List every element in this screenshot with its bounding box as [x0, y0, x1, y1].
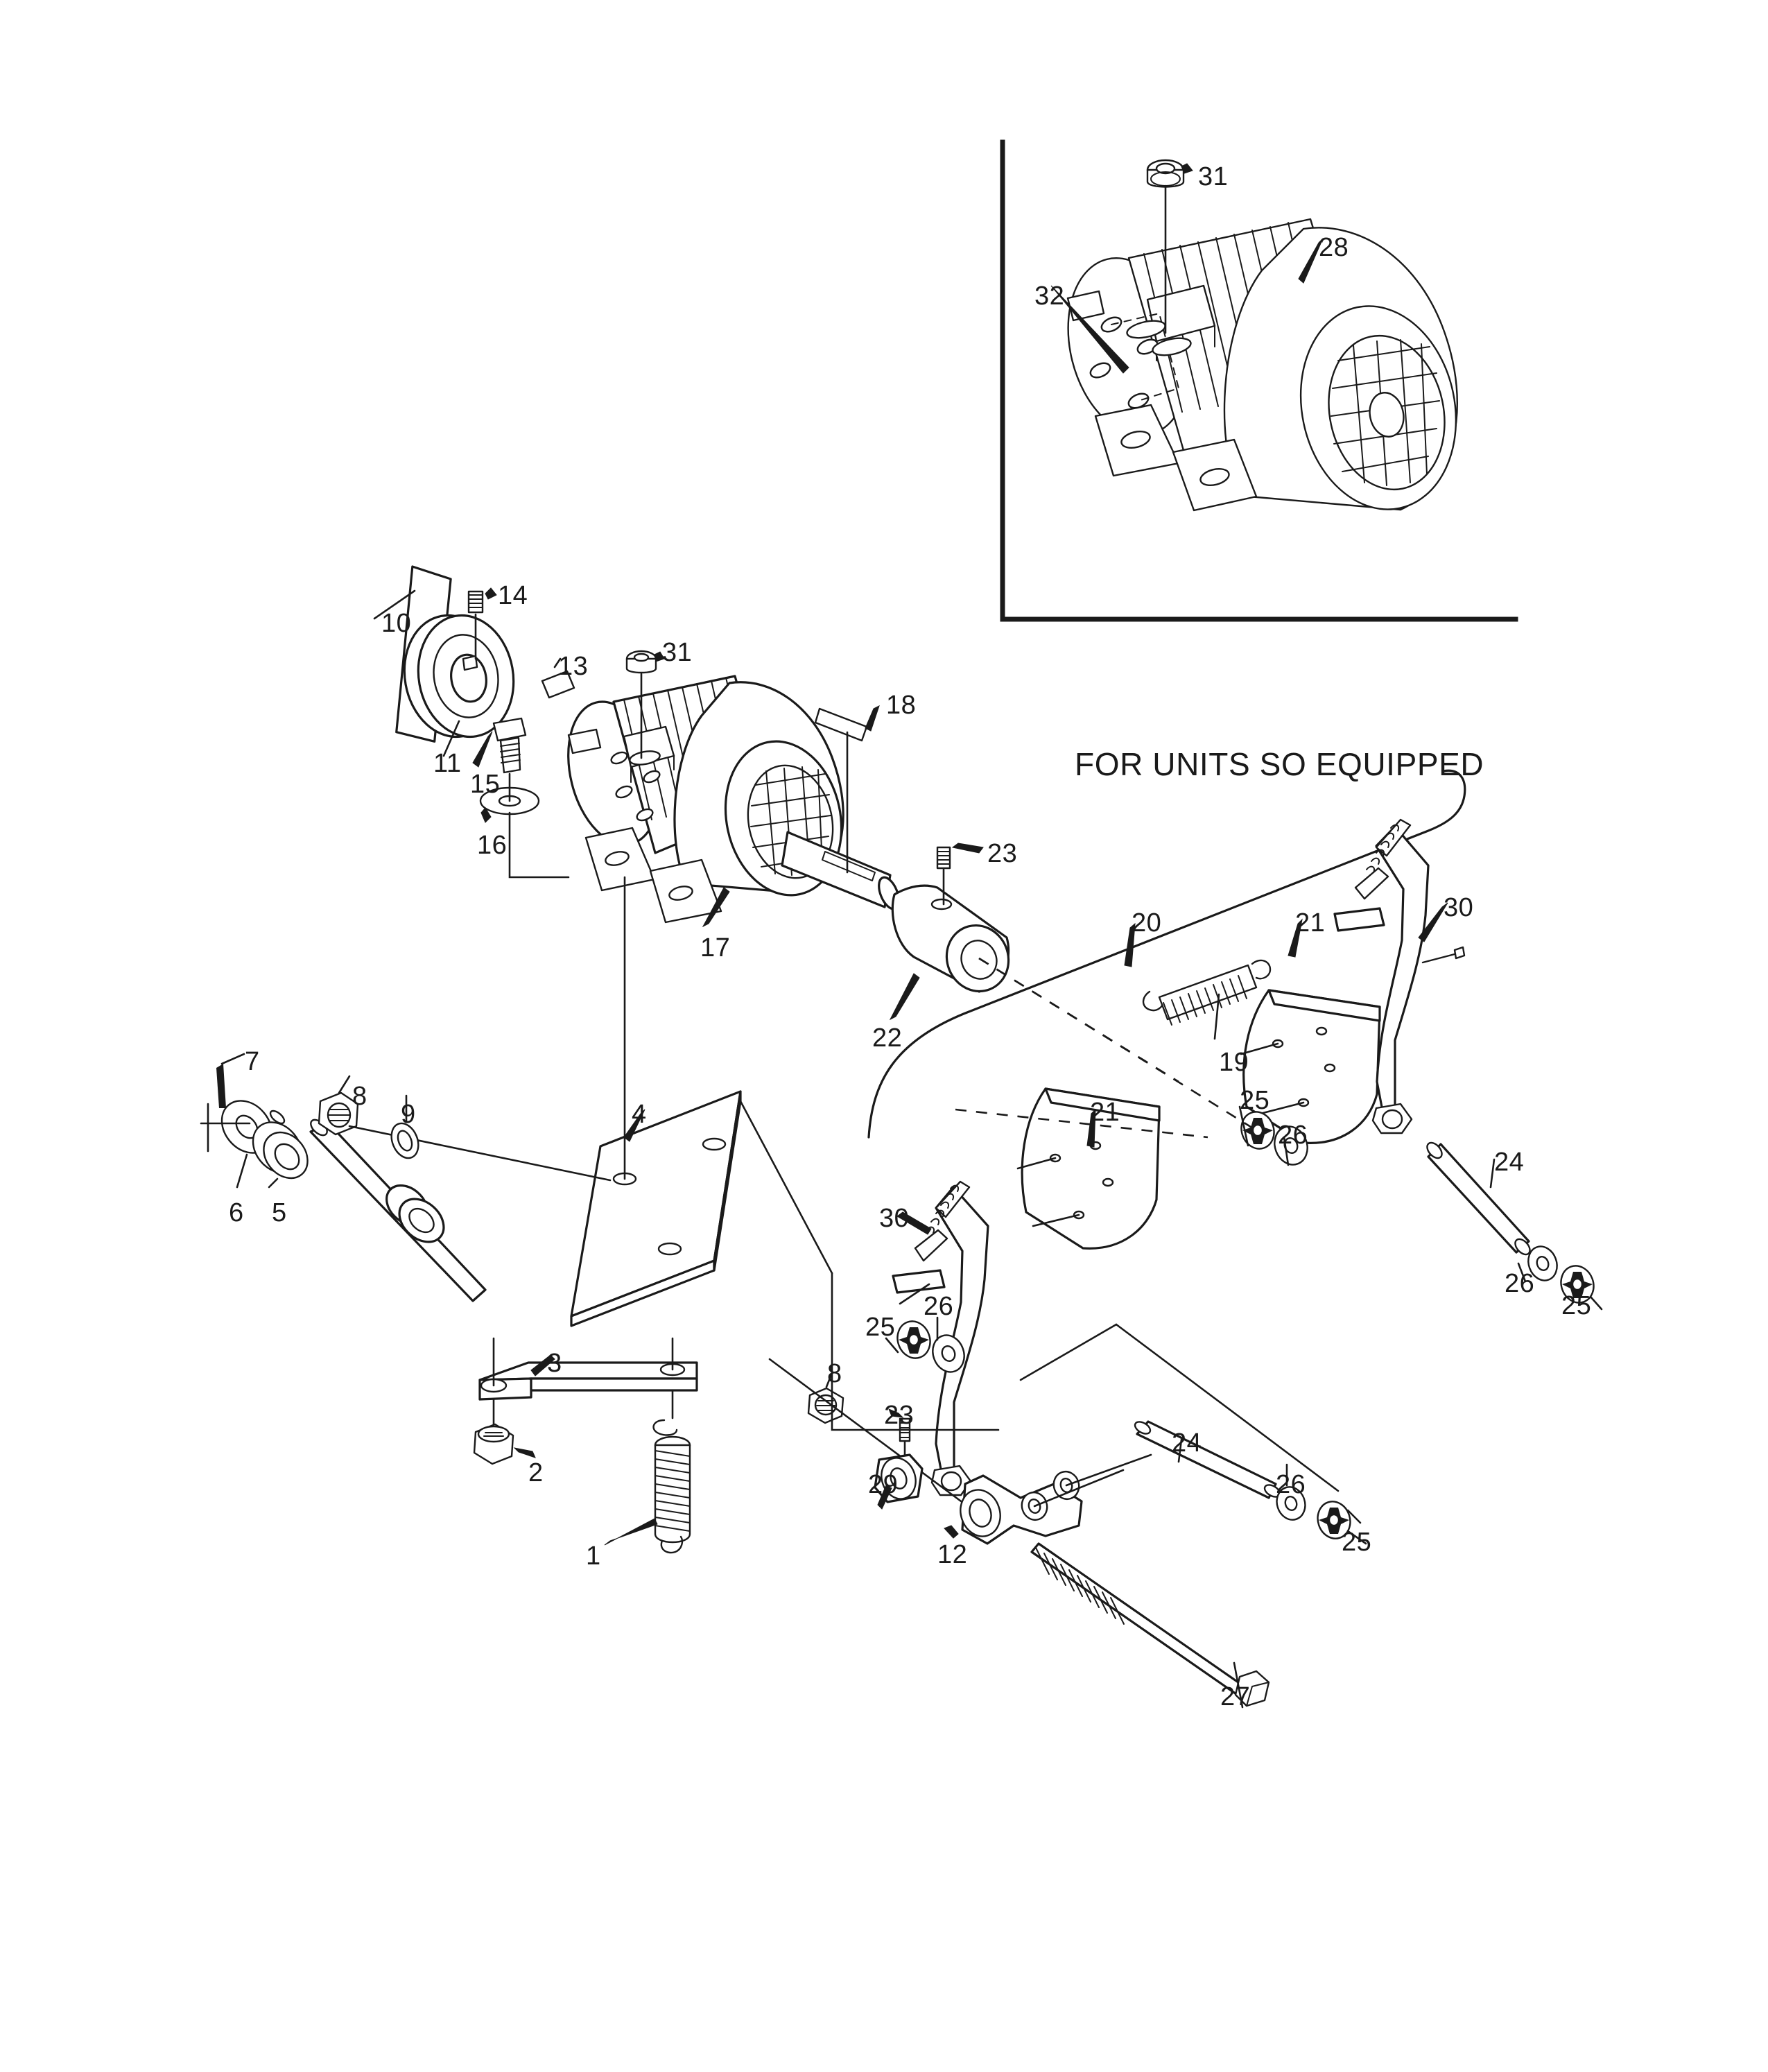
callout-7: 7 [245, 1047, 260, 1076]
flat-washer-26-bottom [1276, 1486, 1306, 1521]
callout-25-lower: 25 [865, 1313, 896, 1342]
motor-mount-plate-4 [570, 1090, 742, 1327]
callout-8: 8 [352, 1082, 367, 1111]
callout-26-upper: 26 [1278, 1121, 1308, 1150]
callout-12: 12 [937, 1540, 968, 1569]
mounting-strap-bracket-3 [478, 1361, 698, 1401]
callout-15: 15 [470, 770, 501, 799]
lock-nut-2 [473, 1423, 514, 1465]
control-cable-20 [867, 769, 1466, 1139]
push-on-retainer-25-bottom [1317, 1501, 1351, 1539]
hex-lock-nut-8-lower [807, 1387, 844, 1424]
pivot-rod-24-lower [1134, 1420, 1281, 1499]
callout-20: 20 [1132, 908, 1162, 938]
callout-31-inset: 31 [1198, 162, 1229, 191]
callout-31: 31 [662, 638, 693, 667]
flat-washer-26-right [1527, 1245, 1558, 1281]
tension-spring-19 [1142, 959, 1272, 1026]
callout-4: 4 [632, 1100, 647, 1129]
inset-caption: FOR UNITS SO EQUIPPED [1075, 746, 1484, 782]
inset-motor-assembly [1066, 218, 1458, 512]
callout-14: 14 [498, 581, 528, 610]
callout-17: 17 [700, 933, 731, 962]
callout-18: 18 [886, 691, 917, 720]
inset-grommet-31 [1146, 159, 1185, 188]
callout-9: 9 [401, 1100, 416, 1129]
callout-23-upper: 23 [987, 839, 1018, 868]
set-screw-23 [936, 846, 951, 870]
callout-30-lower: 30 [879, 1204, 910, 1233]
flat-washer-26-lower [932, 1334, 965, 1373]
push-on-retainer-25-lower [896, 1320, 931, 1359]
callout-21-upper: 21 [1295, 908, 1326, 938]
cotter-pin-7 [216, 1053, 245, 1108]
callout-25-bottom: 25 [1342, 1528, 1372, 1557]
callout-16: 16 [477, 831, 508, 860]
main-motor-17 [567, 675, 900, 924]
callout-6: 6 [229, 1198, 244, 1227]
square-key-13 [541, 670, 575, 699]
callout-24-upper: 24 [1494, 1148, 1525, 1177]
callout-26-right: 26 [1505, 1269, 1535, 1298]
callout-3: 3 [547, 1349, 562, 1378]
callout-23-lower: 23 [884, 1401, 915, 1430]
callout-32-inset: 32 [1034, 282, 1065, 311]
callout-25-upper: 25 [1240, 1086, 1270, 1115]
callout-8-lower: 8 [827, 1359, 842, 1388]
callout-27: 27 [1220, 1682, 1251, 1711]
callout-10: 10 [381, 609, 412, 638]
callout-22: 22 [872, 1024, 903, 1053]
push-on-retainer-25-right [1560, 1265, 1595, 1304]
pivot-pin-shaft [269, 1110, 487, 1302]
callout-25-right: 25 [1561, 1291, 1592, 1320]
main-grommet-31 [625, 650, 657, 674]
set-screw-14 [467, 590, 484, 614]
spacer-collar-22 [891, 884, 1010, 993]
callout-29: 29 [868, 1470, 899, 1499]
shaft-key-18 [814, 707, 868, 742]
scraper-arm-lower-30 [892, 1180, 989, 1496]
callout-2: 2 [528, 1458, 544, 1487]
callout-26-bottom: 26 [1276, 1470, 1306, 1499]
callout-24-lower: 24 [1172, 1428, 1202, 1458]
push-on-retainer-25-upper [1240, 1111, 1275, 1150]
extension-spring-1 [652, 1419, 691, 1554]
scraper-arm-upper-30 [1333, 818, 1430, 1134]
pivot-rod-24-upper [1426, 1141, 1531, 1256]
hex-bolt-15 [492, 717, 527, 774]
retaining-washer-9 [390, 1122, 419, 1159]
drum-shell-upper-21 [1242, 989, 1381, 1144]
callout-11: 11 [433, 749, 462, 778]
arm-pivot-screw [1421, 946, 1466, 964]
inset-box-border [1000, 139, 1518, 622]
callout-19: 19 [1219, 1048, 1249, 1077]
carriage-bolt-27 [1030, 1542, 1270, 1707]
flanged-bushing-5 [252, 1121, 309, 1180]
callout-26-lower: 26 [924, 1292, 954, 1321]
callout-1: 1 [586, 1542, 601, 1571]
hex-lock-nut-8 [318, 1091, 359, 1136]
callout-30-upper: 30 [1444, 893, 1474, 922]
callout-21-lower: 21 [1090, 1098, 1120, 1127]
clevis-link-12 [960, 1470, 1083, 1545]
callout-28-inset: 28 [1319, 233, 1349, 262]
callout-13: 13 [558, 652, 589, 681]
callout-5: 5 [272, 1198, 287, 1227]
